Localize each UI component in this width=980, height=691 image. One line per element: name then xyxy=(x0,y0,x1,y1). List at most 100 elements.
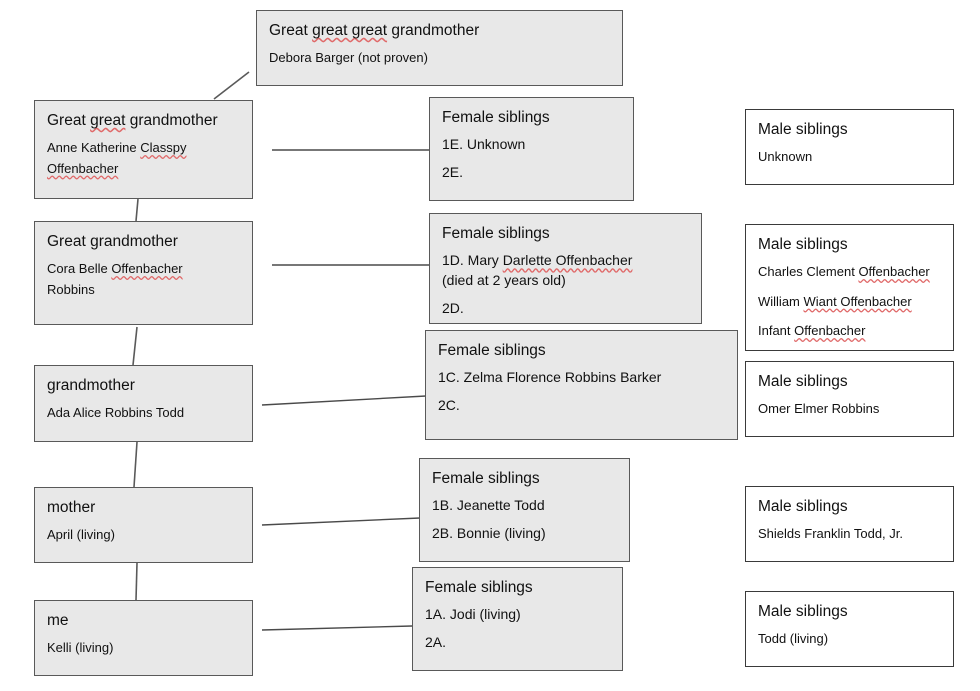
text-run: April (living) xyxy=(47,527,115,543)
text-run: Infant xyxy=(758,323,795,339)
male-sibling-entry: Shields Franklin Todd, Jr. xyxy=(758,525,941,543)
female-siblings-box-c[interactable]: Female siblings 1C. Zelma Florence Robbi… xyxy=(425,330,738,440)
connector-horizontal-grandmother-to-female-c xyxy=(261,395,427,406)
connector-horizontal-me-to-female-a xyxy=(261,625,413,631)
male-sibling-entry: Infant Offenbacher xyxy=(758,322,941,340)
male-siblings-box-b[interactable]: Male siblings Shields Franklin Todd, Jr. xyxy=(745,486,954,562)
connector-horizontal-mother-to-female-b xyxy=(261,517,421,526)
text-run: mother xyxy=(47,499,96,516)
ancestor-name-line: Offenbacher xyxy=(47,160,240,178)
connector-vertical-grandmother-to-mother xyxy=(133,441,138,488)
connector-vertical-mother-to-me xyxy=(135,562,138,601)
female-sibling-entry: 1D. Mary Darlette Offenbacher (died at 2… xyxy=(442,251,689,291)
ancestor-box-gg-grandmother[interactable]: Great great grandmother Anne Katherine C… xyxy=(34,100,253,199)
spellcheck-flagged-text: Wiant Offenbacher xyxy=(803,293,912,309)
text-run: 1C. Zelma Florence Robbins Barker xyxy=(438,369,662,386)
female-siblings-box-d[interactable]: Female siblings 1D. Mary Darlette Offenb… xyxy=(429,213,702,324)
text-run: Shields Franklin Todd, Jr. xyxy=(758,526,903,542)
male-siblings-title: Male siblings xyxy=(758,121,848,138)
connector-diagonal-ggg-to-gg xyxy=(213,71,250,100)
spellcheck-flagged-text: Offenbacher xyxy=(47,160,119,176)
ancestor-title: grandmother xyxy=(47,376,240,395)
ancestor-name-line: Ada Alice Robbins Todd xyxy=(47,404,240,422)
ancestor-box-me[interactable]: me Kelli (living) xyxy=(34,600,253,676)
text-run: 1A. Jodi (living) xyxy=(425,606,521,623)
spellcheck-flagged-text: Offenbacher xyxy=(794,323,866,339)
ancestor-name-line: Debora Barger (not proven) xyxy=(269,50,428,66)
ancestor-name-line: Anne Katherine Classpy xyxy=(47,139,240,157)
text-run: me xyxy=(47,612,69,629)
female-siblings-title: Female siblings xyxy=(432,470,540,487)
ancestor-name-line: April (living) xyxy=(47,526,240,544)
male-siblings-title: Male siblings xyxy=(758,603,848,620)
connector-vertical-gg-to-g xyxy=(135,198,139,222)
text-run: 1D. Mary xyxy=(442,252,503,269)
spellcheck-flagged-text: Offenbacher xyxy=(858,264,930,280)
text-run: 2B. Bonnie (living) xyxy=(432,525,546,542)
text-run: grandmother xyxy=(387,22,480,39)
female-sibling-entry: 1C. Zelma Florence Robbins Barker xyxy=(438,368,725,388)
ancestor-box-g-grandmother[interactable]: Great grandmother Cora Belle Offenbacher… xyxy=(34,221,253,325)
female-siblings-box-a[interactable]: Female siblings 1A. Jodi (living) 2A. xyxy=(412,567,623,671)
text-run: (died at 2 years old) xyxy=(442,272,566,289)
female-siblings-title: Female siblings xyxy=(438,342,546,359)
text-run: grandmother xyxy=(47,377,135,394)
male-siblings-title: Male siblings xyxy=(758,498,848,515)
ancestor-name-line: Robbins xyxy=(47,281,240,299)
male-siblings-box-c[interactable]: Male siblings Omer Elmer Robbins xyxy=(745,361,954,437)
female-sibling-entry: 2D. xyxy=(442,299,689,319)
spellcheck-flagged-text: Classpy xyxy=(140,140,187,156)
female-sibling-entry: 1A. Jodi (living) xyxy=(425,605,610,625)
male-siblings-box-d[interactable]: Male siblings Charles Clement Offenbache… xyxy=(745,224,954,351)
text-run: 2E. xyxy=(442,164,464,181)
female-sibling-entry: 2E. xyxy=(442,163,621,183)
text-run: Great grandmother xyxy=(47,233,178,250)
male-sibling-entry: Todd (living) xyxy=(758,630,941,648)
ancestor-title: Great grandmother xyxy=(47,232,240,251)
text-run: Great xyxy=(269,22,313,39)
male-sibling-entry: William Wiant Offenbacher xyxy=(758,293,941,311)
female-sibling-entry: 2A. xyxy=(425,633,610,653)
text-run: 1E. Unknown xyxy=(442,136,526,153)
text-run: Kelli (living) xyxy=(47,640,114,656)
male-siblings-title: Male siblings xyxy=(758,236,848,253)
text-run: 1B. Jeanette Todd xyxy=(432,497,545,514)
spellcheck-flagged-text: Darlette Offenbacher xyxy=(502,252,633,269)
text-run: Anne Katherine xyxy=(47,140,141,156)
female-siblings-box-e[interactable]: Female siblings 1E. Unknown 2E. xyxy=(429,97,634,201)
male-sibling-entry: Unknown xyxy=(758,148,941,166)
text-run: 2A. xyxy=(425,634,447,651)
text-run: 2C. xyxy=(438,397,460,414)
text-run: Charles Clement xyxy=(758,264,859,280)
male-siblings-box-a[interactable]: Male siblings Todd (living) xyxy=(745,591,954,667)
male-sibling-entry: Charles Clement Offenbacher xyxy=(758,263,941,281)
ancestor-title: me xyxy=(47,611,240,630)
ancestor-title: Great great great grandmother xyxy=(269,21,610,40)
ancestor-title: mother xyxy=(47,498,240,517)
spellcheck-flagged-text: great xyxy=(90,112,126,129)
text-run: 2D. xyxy=(442,300,464,317)
male-siblings-box-e[interactable]: Male siblings Unknown xyxy=(745,109,954,185)
text-run: Todd (living) xyxy=(758,631,829,647)
text-run: Omer Elmer Robbins xyxy=(758,401,880,417)
text-run: William xyxy=(758,293,804,309)
ancestor-box-grandmother[interactable]: grandmother Ada Alice Robbins Todd xyxy=(34,365,253,442)
text-run: Cora Belle xyxy=(47,261,112,277)
male-siblings-title: Male siblings xyxy=(758,373,848,390)
ancestor-box-mother[interactable]: mother April (living) xyxy=(34,487,253,563)
ancestor-title: Great great grandmother xyxy=(47,111,240,130)
female-sibling-entry: 1B. Jeanette Todd xyxy=(432,496,617,516)
text-run: Unknown xyxy=(758,149,813,165)
female-sibling-entry: 2B. Bonnie (living) xyxy=(432,524,617,544)
ancestor-name-line: Cora Belle Offenbacher xyxy=(47,260,240,278)
female-siblings-title: Female siblings xyxy=(442,225,550,242)
female-sibling-entry: 1E. Unknown xyxy=(442,135,621,155)
female-siblings-title: Female siblings xyxy=(425,579,533,596)
male-sibling-entry: Omer Elmer Robbins xyxy=(758,400,941,418)
connector-vertical-g-to-grandmother xyxy=(132,326,138,366)
female-sibling-entry: 2C. xyxy=(438,396,725,416)
text-run: Robbins xyxy=(47,281,95,297)
ancestor-box-ggg-grandmother[interactable]: Great great great grandmother Debora Bar… xyxy=(256,10,623,86)
female-siblings-box-b[interactable]: Female siblings 1B. Jeanette Todd 2B. Bo… xyxy=(419,458,630,562)
